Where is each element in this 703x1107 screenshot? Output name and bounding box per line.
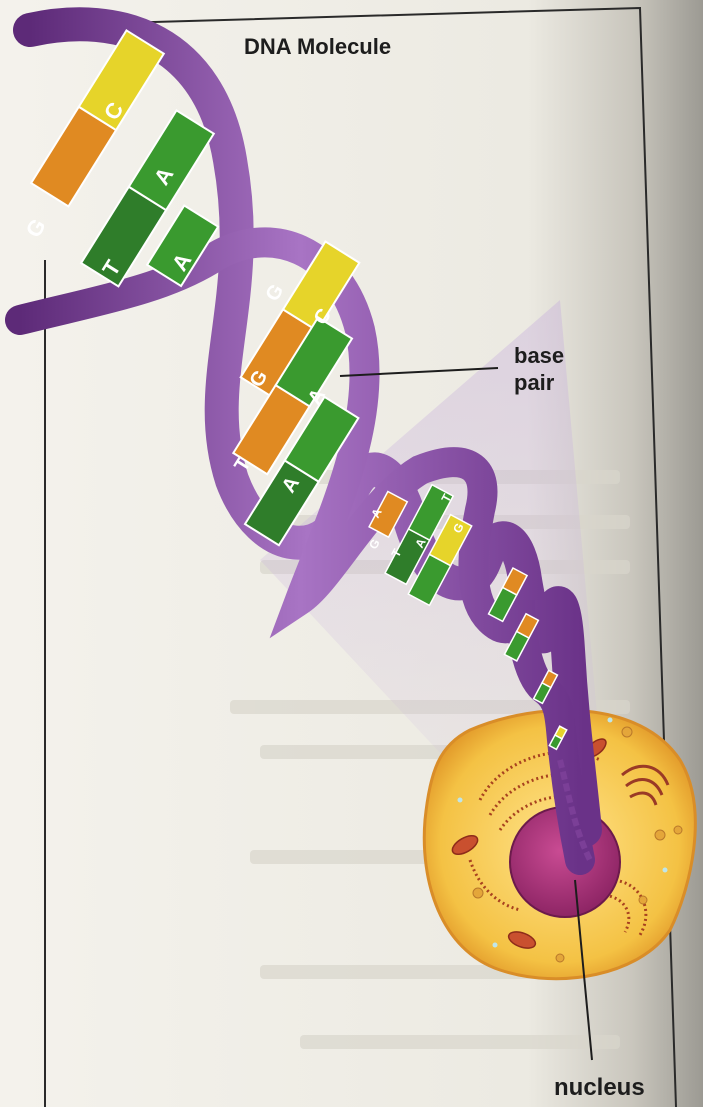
base-letter: G bbox=[261, 280, 288, 305]
base-pairs-upper bbox=[31, 30, 359, 545]
base-letter: G bbox=[21, 214, 51, 242]
nucleus-label: nucleus bbox=[554, 1074, 645, 1102]
base-pair-label: base pair bbox=[514, 342, 564, 396]
diagram-title: DNA Molecule bbox=[244, 34, 391, 60]
base-pair-label-line2: pair bbox=[514, 369, 564, 396]
base-pair-label-line1: base bbox=[514, 342, 564, 369]
